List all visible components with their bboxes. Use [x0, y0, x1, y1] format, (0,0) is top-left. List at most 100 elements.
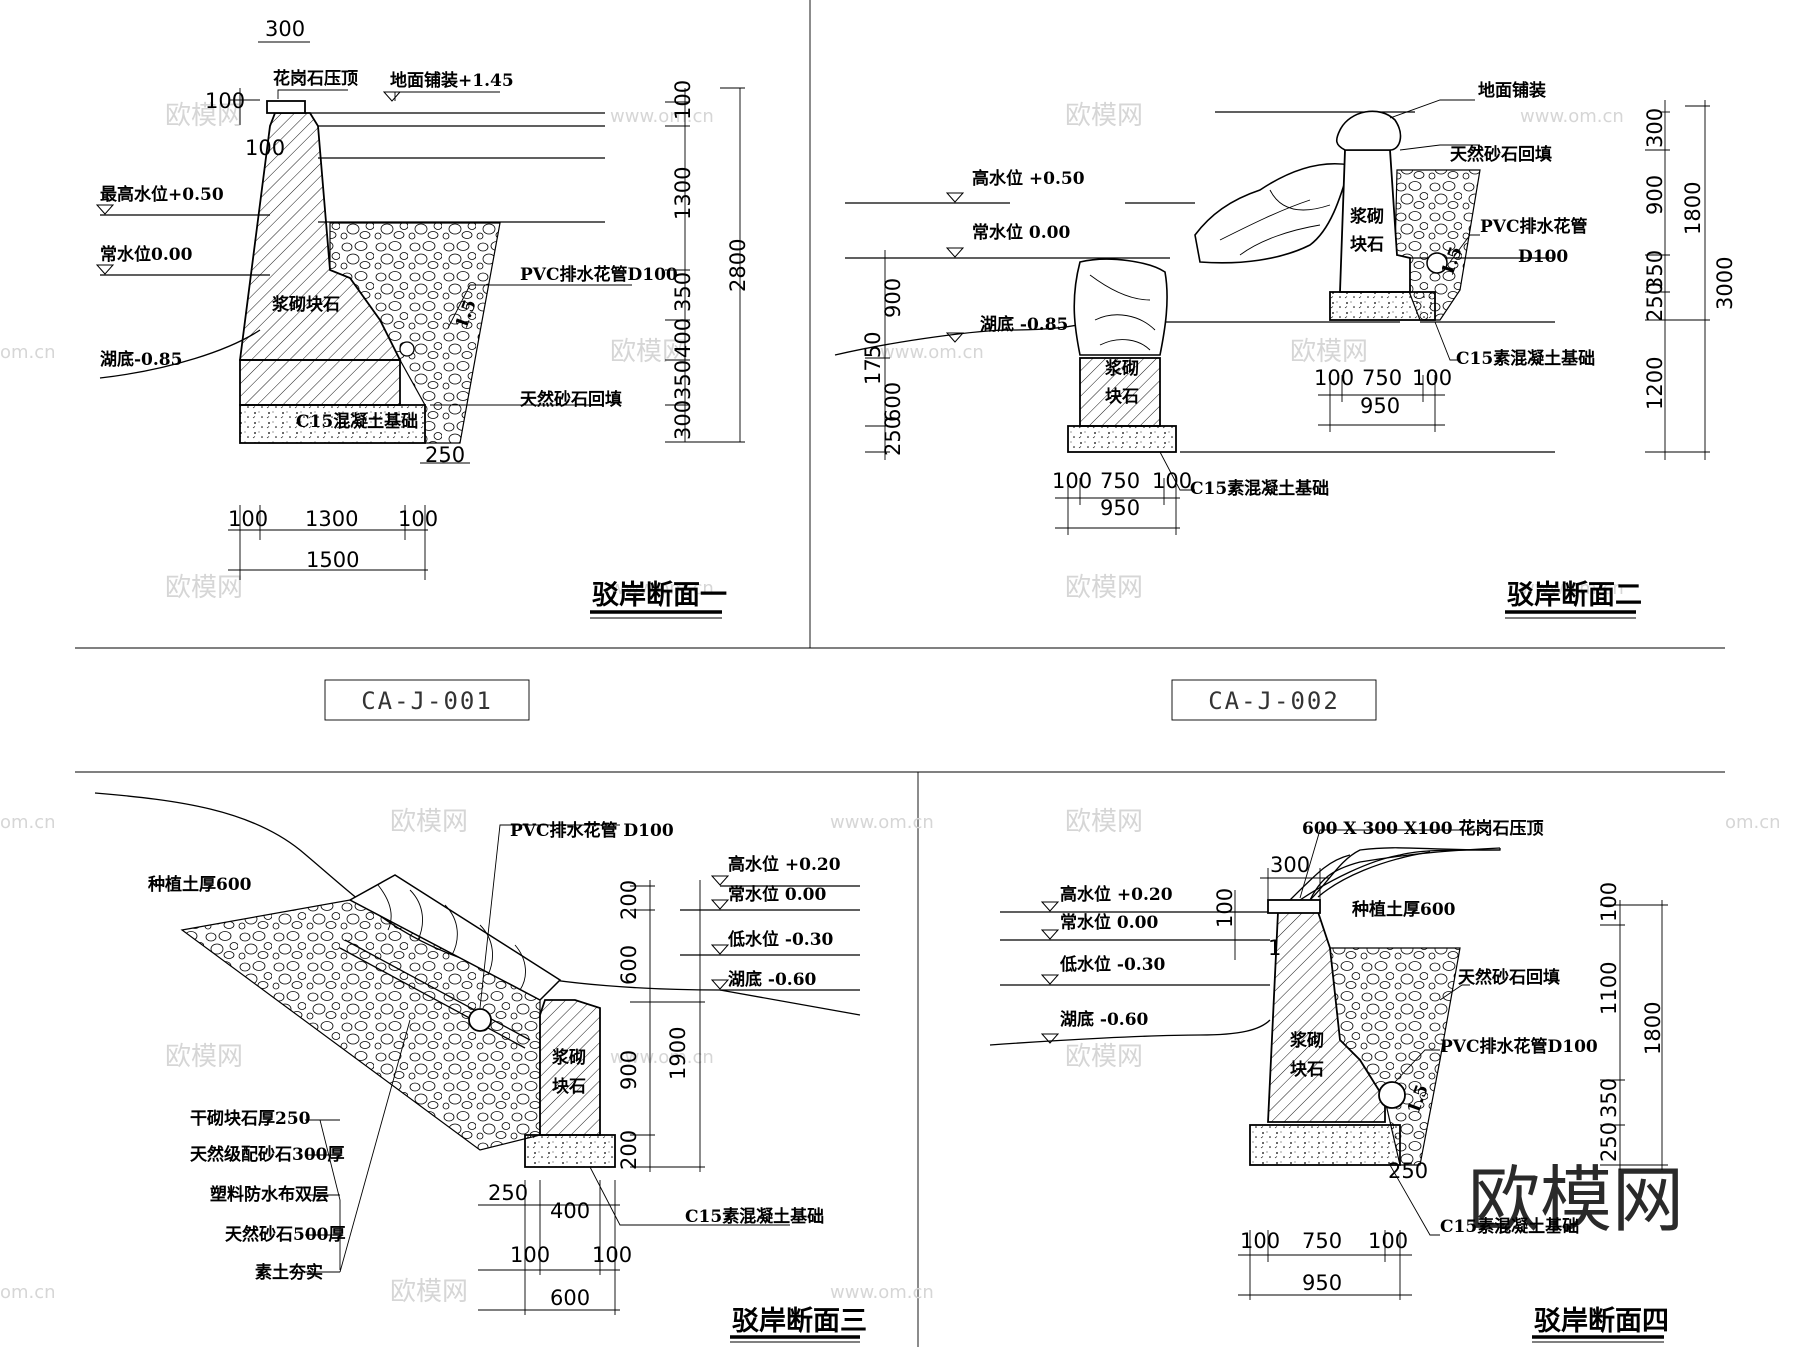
svg-text:om.cn: om.cn [0, 812, 56, 833]
svg-text:1100: 1100 [1597, 962, 1621, 1015]
section-2 [834, 99, 1710, 619]
svg-text:C15素混凝土基础: C15素混凝土基础 [1456, 348, 1595, 369]
svg-text:om.cn: om.cn [1725, 812, 1781, 833]
svg-text:块石: 块石 [1290, 1060, 1324, 1080]
svg-text:种植土厚600: 种植土厚600 [1351, 899, 1456, 920]
svg-text:2800: 2800 [726, 239, 750, 292]
svg-text:300: 300 [1643, 108, 1667, 148]
section-1-title: 驳岸断面一 [592, 580, 727, 611]
svg-text:600: 600 [617, 945, 641, 985]
sheet-code-1: CA-J-001 [361, 687, 493, 715]
svg-text:C15素混凝土基础: C15素混凝土基础 [685, 1206, 824, 1227]
svg-text:100: 100 [398, 507, 438, 531]
section-3-text: PVC排水花管 D100 种植土厚600 高水位 +0.20 常水位 0.00 … [147, 820, 867, 1337]
svg-text:100: 100 [1314, 366, 1354, 390]
svg-text:湖底 -0.60: 湖底 -0.60 [728, 969, 817, 990]
svg-text:天然砂石回填: 天然砂石回填 [1458, 967, 1560, 988]
svg-text:干砌块石厚250: 干砌块石厚250 [190, 1109, 311, 1129]
svg-text:www.om.cn: www.om.cn [1520, 106, 1624, 127]
svg-text:300: 300 [671, 400, 695, 440]
sheet-code-2: CA-J-002 [1208, 687, 1340, 715]
svg-text:C15混凝土基础: C15混凝土基础 [296, 411, 418, 432]
svg-text:300: 300 [1270, 853, 1310, 877]
svg-text:PVC排水花管D100: PVC排水花管D100 [520, 264, 678, 285]
svg-text:欧模网: 欧模网 [390, 1277, 468, 1307]
svg-text:950: 950 [1100, 496, 1140, 520]
section-4-title: 驳岸断面四 [1534, 1306, 1669, 1337]
svg-text:欧模网: 欧模网 [1065, 573, 1143, 603]
svg-text:欧模网: 欧模网 [1065, 807, 1143, 837]
svg-text:D100: D100 [1518, 247, 1568, 267]
svg-text:250: 250 [1643, 282, 1667, 322]
svg-text:400: 400 [671, 318, 695, 358]
svg-text:C15素混凝土基础: C15素混凝土基础 [1190, 478, 1329, 499]
svg-text:350: 350 [671, 272, 695, 312]
svg-text:www.om.cn: www.om.cn [610, 1047, 714, 1068]
svg-text:花岗石压顶: 花岗石压顶 [273, 68, 358, 89]
svg-text:250: 250 [425, 443, 465, 467]
svg-text:3000: 3000 [1713, 257, 1737, 310]
svg-text:欧模网: 欧模网 [1065, 101, 1143, 131]
svg-text:欧模网: 欧模网 [390, 807, 468, 837]
svg-text:浆砌: 浆砌 [1290, 1030, 1324, 1051]
svg-text:高水位 +0.50: 高水位 +0.50 [972, 168, 1085, 189]
section-1 [96, 41, 745, 619]
svg-text:素土夯实: 素土夯实 [255, 1262, 323, 1283]
svg-text:天然砂石回填: 天然砂石回填 [520, 389, 622, 410]
svg-text:200: 200 [617, 1130, 641, 1170]
svg-text:欧模网: 欧模网 [165, 573, 243, 603]
svg-text:天然砂石回填: 天然砂石回填 [1450, 144, 1552, 165]
svg-text:www.om.cn: www.om.cn [610, 106, 714, 127]
svg-text:950: 950 [1302, 1271, 1342, 1295]
section-3-title: 驳岸断面三 [732, 1306, 867, 1337]
svg-text:浆砌: 浆砌 [1105, 358, 1139, 379]
svg-text:常水位 0.00: 常水位 0.00 [728, 884, 826, 905]
svg-text:天然砂石500厚: 天然砂石500厚 [225, 1224, 346, 1245]
svg-text:PVC排水花管 D100: PVC排水花管 D100 [510, 820, 674, 841]
svg-text:600: 600 [550, 1286, 590, 1310]
svg-text:www.om.cn: www.om.cn [880, 342, 984, 363]
svg-text:1900: 1900 [666, 1027, 690, 1080]
svg-text:100: 100 [671, 80, 695, 120]
svg-text:900: 900 [617, 1050, 641, 1090]
svg-text:350: 350 [671, 360, 695, 400]
svg-text:900: 900 [1643, 175, 1667, 215]
section-1-text: 花岗石压顶 地面铺装+1.45 最高水位+0.50 常水位0.00 湖底-0.8… [100, 17, 750, 611]
svg-text:欧模网: 欧模网 [165, 101, 243, 131]
svg-text:常水位 0.00: 常水位 0.00 [1060, 912, 1158, 933]
svg-text:1800: 1800 [1681, 182, 1705, 235]
svg-text:1200: 1200 [1643, 357, 1667, 410]
svg-text:100: 100 [510, 1243, 550, 1267]
svg-text:750: 750 [1302, 1229, 1342, 1253]
svg-text:常水位0.00: 常水位0.00 [100, 244, 193, 265]
svg-text:100: 100 [228, 507, 268, 531]
svg-text:400: 400 [550, 1199, 590, 1223]
section-2-title: 驳岸断面二 [1507, 580, 1642, 611]
svg-text:350: 350 [1597, 1078, 1621, 1118]
svg-text:100: 100 [1152, 469, 1192, 493]
section-4 [989, 829, 1668, 1343]
svg-text:块石: 块石 [1350, 235, 1384, 255]
svg-text:浆砌: 浆砌 [552, 1047, 586, 1068]
svg-text:100: 100 [1240, 1229, 1280, 1253]
frame-lines [75, 0, 1725, 1347]
svg-text:高水位 +0.20: 高水位 +0.20 [728, 854, 841, 875]
svg-text:湖底 -0.85: 湖底 -0.85 [980, 314, 1068, 335]
svg-text:常水位 0.00: 常水位 0.00 [972, 222, 1070, 243]
svg-text:100: 100 [1412, 366, 1452, 390]
svg-text:低水位 -0.30: 低水位 -0.30 [1059, 954, 1166, 975]
svg-text:100: 100 [1052, 469, 1092, 493]
svg-text:200: 200 [617, 880, 641, 920]
svg-text:浆砌: 浆砌 [1350, 206, 1384, 227]
svg-text:地面铺装: 地面铺装 [1478, 80, 1546, 101]
svg-text:高水位 +0.20: 高水位 +0.20 [1060, 884, 1173, 905]
svg-text:100: 100 [205, 89, 245, 113]
svg-text:www.om.cn: www.om.cn [1520, 578, 1624, 599]
svg-text:250: 250 [1597, 1122, 1621, 1162]
svg-text:100: 100 [1597, 882, 1621, 922]
section-2-text: 地面铺装 天然砂石回填 高水位 +0.50 常水位 0.00 湖底 -0.85 … [861, 80, 1737, 611]
svg-text:地面铺装+1.45: 地面铺装+1.45 [390, 70, 514, 91]
section-4-text: 600 X 300 X100 花岗石压顶 种植土厚600 高水位 +0.20 常… [1059, 818, 1669, 1337]
svg-text:om.cn: om.cn [0, 342, 56, 363]
svg-text:欧模网: 欧模网 [610, 337, 688, 367]
